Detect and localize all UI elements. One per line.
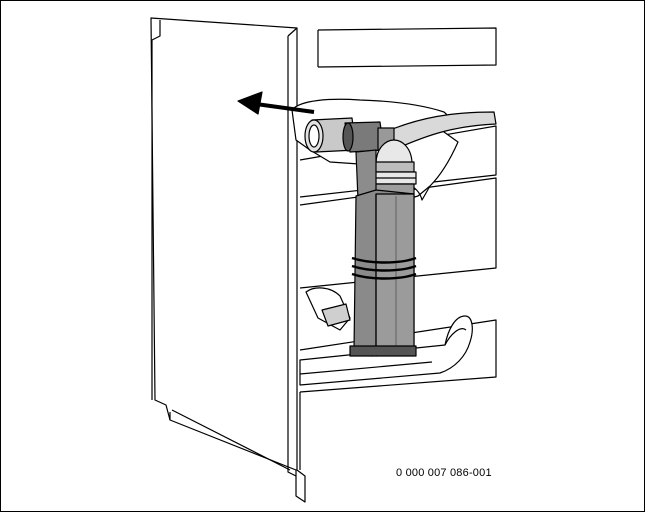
figure-reference-code: 0 000 007 086-001 — [396, 467, 492, 479]
door-panel — [150, 17, 306, 503]
filter-holder — [299, 315, 473, 386]
filter-cap — [371, 139, 417, 195]
lower-fitting — [305, 287, 351, 331]
water-filter-cartridge — [349, 149, 417, 357]
pull-arrow — [237, 91, 315, 115]
pipe-end — [304, 117, 395, 153]
connector-hose — [389, 111, 497, 149]
